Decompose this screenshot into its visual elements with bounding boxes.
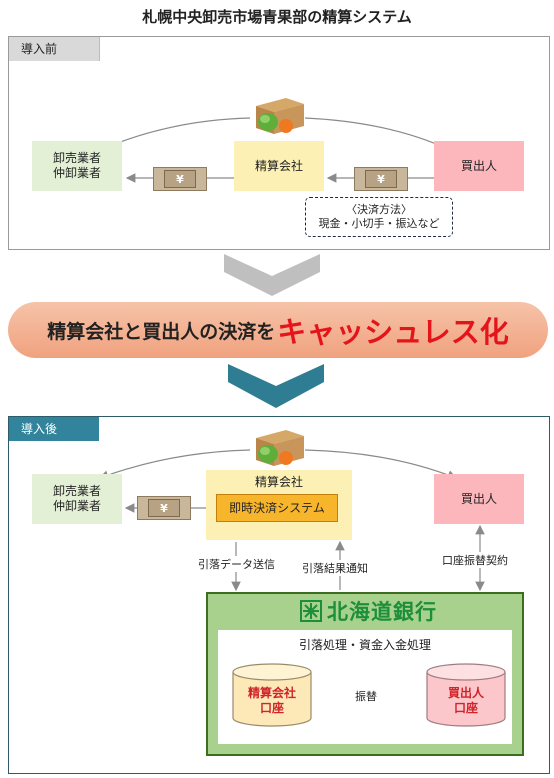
after-settlement-box: 精算会社 即時決済システム: [206, 470, 352, 540]
buyer-account-label-1: 買出人: [447, 686, 484, 700]
banner-emphasis: キャッシュレス化: [277, 315, 509, 349]
bank-logo: 北海道銀行: [278, 596, 458, 626]
account-contract-label: 口座振替契約: [440, 552, 510, 568]
after-tag: 導入後: [9, 417, 99, 441]
yen-symbol: ¥: [164, 170, 196, 188]
before-settlement-box: 精算会社: [234, 141, 324, 191]
produce-box-icon: [252, 424, 306, 468]
buyer-account-label-2: 口座: [453, 701, 478, 715]
payment-method-text: 現金・小切手・振込など: [318, 217, 440, 230]
settlement-account-label-1: 精算会社: [247, 686, 296, 700]
chevron-down-icon: [228, 364, 324, 408]
before-wholesaler-box: 卸売業者 仲卸業者: [32, 141, 122, 191]
after-arc-to-buyer: [304, 449, 458, 480]
yen-symbol: ¥: [148, 499, 180, 517]
after-yen-bill-icon: ¥: [137, 496, 191, 520]
wholesaler-label-1: 卸売業者: [52, 484, 101, 498]
bank-name: 北海道銀行: [327, 600, 437, 624]
banner-lead: 精算会社と買出人の決済を: [47, 320, 276, 343]
before-yen-bill-icon-left: ¥: [153, 167, 207, 191]
transfer-label: 振替: [353, 688, 379, 704]
data-send-label: 引落データ送信: [196, 556, 277, 572]
yen-symbol: ¥: [365, 170, 397, 188]
settlement-account-cylinder: 精算会社 口座: [230, 662, 314, 728]
instant-settlement-system: 即時決済システム: [216, 494, 338, 522]
produce-box-icon: [252, 92, 306, 136]
before-tag: 導入前: [9, 37, 100, 61]
buyer-account-cylinder: 買出人 口座: [424, 662, 508, 728]
settlement-account-label-2: 口座: [259, 701, 284, 715]
payment-method-title: 〈決済方法〉: [346, 203, 412, 216]
after-settlement-label: 精算会社: [254, 474, 303, 489]
wholesaler-label-1: 卸売業者: [52, 151, 101, 165]
bank-process-label: 引落処理・資金入金処理: [298, 638, 431, 652]
result-notice-label: 引落結果通知: [300, 560, 370, 576]
after-buyer-box: 買出人: [434, 474, 524, 524]
before-yen-bill-icon-right: ¥: [354, 167, 408, 191]
chevron-down-icon: [224, 254, 320, 296]
payment-method-callout: 〈決済方法〉 現金・小切手・振込など: [305, 197, 453, 237]
page-title: 札幌中央卸売市場青果部の精算システム: [142, 8, 412, 26]
cashless-banner: 精算会社と買出人の決済を キャッシュレス化: [8, 302, 548, 358]
bank-snowflake-icon: [300, 600, 322, 622]
wholesaler-label-2: 仲卸業者: [52, 166, 101, 180]
wholesaler-label-2: 仲卸業者: [52, 499, 101, 513]
after-wholesaler-box: 卸売業者 仲卸業者: [32, 474, 122, 524]
after-arc-to-wholesaler: [98, 449, 251, 480]
before-buyer-box: 買出人: [434, 141, 524, 191]
